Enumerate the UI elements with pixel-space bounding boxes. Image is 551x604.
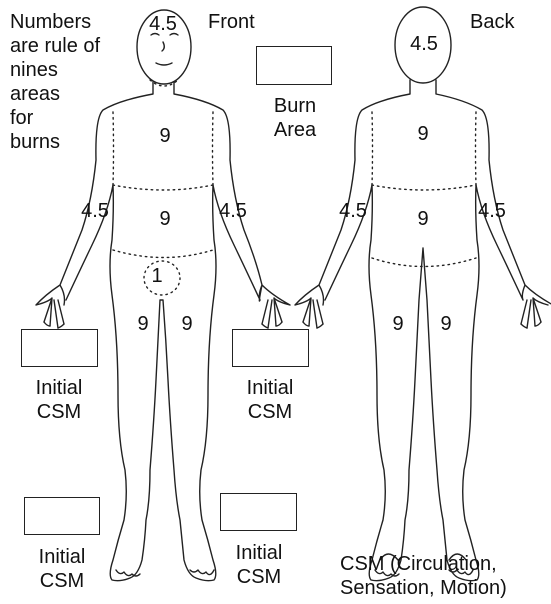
csm-box-right-foot[interactable] <box>220 493 297 531</box>
back-title: Back <box>470 10 514 34</box>
note-line: Numbers <box>10 10 100 34</box>
back-right-leg-value: 9 <box>440 313 451 335</box>
csm-label-left-foot: Initial CSM <box>23 545 101 593</box>
back-lower-back-value: 9 <box>417 208 428 230</box>
burn-area-box[interactable] <box>256 46 332 85</box>
front-groin-value: 1 <box>151 265 162 287</box>
csm-legend: CSM (Circulation, Sensation, Motion) <box>340 552 507 600</box>
csm-label-line: Initial <box>20 376 98 400</box>
front-rule-of-nines-divisions <box>113 80 213 295</box>
burn-area-line: Burn <box>262 94 328 118</box>
csm-label-left-hand: Initial CSM <box>20 376 98 424</box>
front-mouth <box>156 63 172 65</box>
rule-of-nines-note: Numbers are rule of nines areas for burn… <box>10 10 100 154</box>
note-line: are rule of <box>10 34 100 58</box>
note-line: nines <box>10 58 100 82</box>
back-left-leg-value: 9 <box>392 313 403 335</box>
csm-box-left-foot[interactable] <box>24 497 100 535</box>
front-nose <box>162 42 164 51</box>
front-title: Front <box>208 10 255 34</box>
csm-box-right-hand[interactable] <box>232 329 309 367</box>
csm-label-right-foot: Initial CSM <box>220 541 298 589</box>
back-upper-back-value: 9 <box>417 123 428 145</box>
front-left-leg-value: 9 <box>137 313 148 335</box>
back-figure-outline <box>295 7 551 581</box>
burn-area-label: Burn Area <box>262 94 328 142</box>
front-right-toes <box>190 570 214 575</box>
note-line: for <box>10 106 100 130</box>
front-right-leg-value: 9 <box>181 313 192 335</box>
front-head-value: 4.5 <box>149 13 177 35</box>
csm-label-line: Initial <box>220 541 298 565</box>
front-right-arm-value: 4.5 <box>219 200 247 222</box>
back-right-arm-value: 4.5 <box>478 200 506 222</box>
front-left-arm-value: 4.5 <box>81 200 109 222</box>
csm-box-left-hand[interactable] <box>21 329 98 367</box>
back-left-arm-value: 4.5 <box>339 200 367 222</box>
note-line: burns <box>10 130 100 154</box>
csm-label-line: Initial <box>231 376 309 400</box>
note-line: areas <box>10 82 100 106</box>
back-left-hand-fingers <box>303 322 323 328</box>
csm-label-line: CSM <box>20 400 98 424</box>
csm-label-right-hand: Initial CSM <box>231 376 309 424</box>
front-left-hand-fingers <box>44 322 64 328</box>
front-chest-value: 9 <box>159 125 170 147</box>
front-abdomen-value: 9 <box>159 208 170 230</box>
legend-line: CSM (Circulation, <box>340 552 507 576</box>
front-right-hand-fingers <box>262 322 282 328</box>
front-numbers: 4.5 9 9 4.5 4.5 1 9 9 <box>81 13 247 335</box>
back-numbers: 4.5 9 9 4.5 4.5 9 9 <box>339 33 506 335</box>
csm-label-line: CSM <box>231 400 309 424</box>
csm-label-line: CSM <box>23 569 101 593</box>
csm-label-line: Initial <box>23 545 101 569</box>
back-right-hand-fingers <box>521 322 541 328</box>
back-head-value: 4.5 <box>410 33 438 55</box>
back-body-outline <box>295 80 551 581</box>
csm-label-line: CSM <box>220 565 298 589</box>
legend-line: Sensation, Motion) <box>340 576 507 600</box>
burn-area-line: Area <box>262 118 328 142</box>
